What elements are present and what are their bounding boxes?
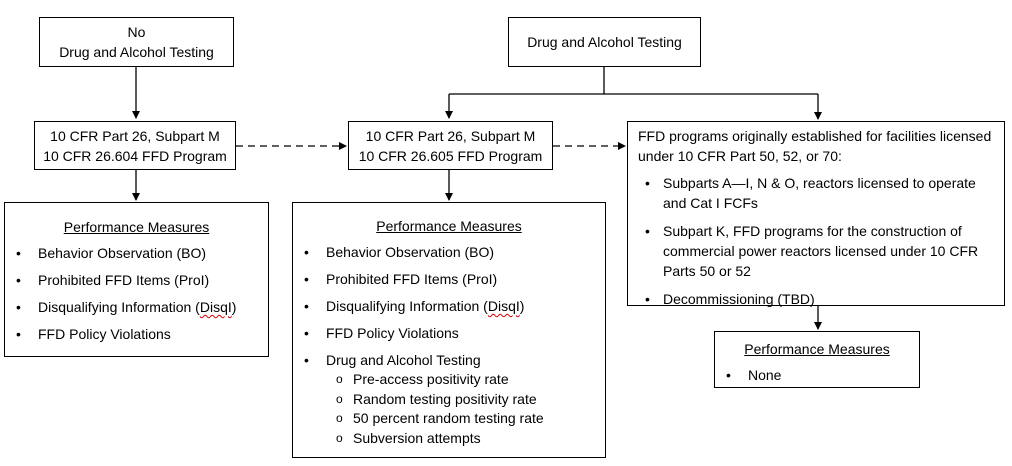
measures-605-title: Performance Measures: [376, 218, 522, 234]
no-testing-box: No Drug and Alcohol Testing: [39, 17, 234, 67]
measures-605-box: Performance Measures Behavior Observatio…: [292, 202, 606, 458]
testing-label: Drug and Alcohol Testing: [527, 34, 682, 50]
measures-604-item: Prohibited FFD Items (ProI): [5, 270, 268, 290]
subpart-m-605-box: 10 CFR Part 26, Subpart M 10 CFR 26.605 …: [348, 121, 553, 170]
measures-none-title: Performance Measures: [744, 341, 890, 357]
ffd-original-item: Subpart K, FFD programs for the construc…: [638, 221, 996, 281]
disql-spelling-mark: DisqI: [487, 298, 520, 314]
measures-none-box: Performance Measures None: [714, 331, 920, 388]
ffd-original-item: Decommissioning (TBD): [638, 289, 996, 309]
testing-sub-item: Random testing positivity rate: [326, 390, 605, 410]
disql-spelling-mark: DisqI: [199, 299, 232, 315]
measures-604-box: Performance Measures Behavior Observatio…: [4, 202, 269, 357]
measures-604-item: FFD Policy Violations: [5, 324, 268, 344]
ffd-original-intro: FFD programs originally established for …: [638, 128, 992, 164]
no-testing-line1: No: [127, 24, 146, 40]
subpart-m-605-line1: 10 CFR Part 26, Subpart M: [365, 128, 536, 144]
ffd-original-box: FFD programs originally established for …: [627, 121, 1005, 309]
measures-605-item: Disqualifying Information (DisqI): [293, 296, 605, 316]
measures-604-title: Performance Measures: [63, 219, 210, 235]
measures-604-item: Disqualifying Information (DisqI): [5, 297, 268, 317]
measures-604-item: Behavior Observation (BO): [5, 243, 268, 263]
subpart-m-604-line1: 10 CFR Part 26, Subpart M: [50, 128, 220, 144]
subpart-m-604-box: 10 CFR Part 26, Subpart M 10 CFR 26.604 …: [34, 121, 236, 170]
testing-sub-item: Subversion attempts: [326, 429, 605, 449]
measures-605-item: Prohibited FFD Items (ProI): [293, 269, 605, 289]
ffd-original-item: Subparts A—I, N & O, reactors licensed t…: [638, 173, 996, 213]
measures-605-item: Drug and Alcohol Testing Pre-access posi…: [293, 350, 605, 448]
measures-605-item: Behavior Observation (BO): [293, 242, 605, 262]
testing-sub-item: Pre-access positivity rate: [326, 370, 605, 390]
subpart-m-604-line2: 10 CFR 26.604 FFD Program: [43, 148, 227, 164]
testing-box: Drug and Alcohol Testing: [508, 17, 701, 67]
measures-none-item: None: [715, 365, 919, 385]
subpart-m-605-line2: 10 CFR 26.605 FFD Program: [358, 148, 543, 164]
no-testing-line2: Drug and Alcohol Testing: [59, 44, 214, 60]
connector-testing-split: [449, 67, 605, 95]
testing-sub-item: 50 percent random testing rate: [326, 409, 605, 429]
measures-605-item: FFD Policy Violations: [293, 323, 605, 343]
